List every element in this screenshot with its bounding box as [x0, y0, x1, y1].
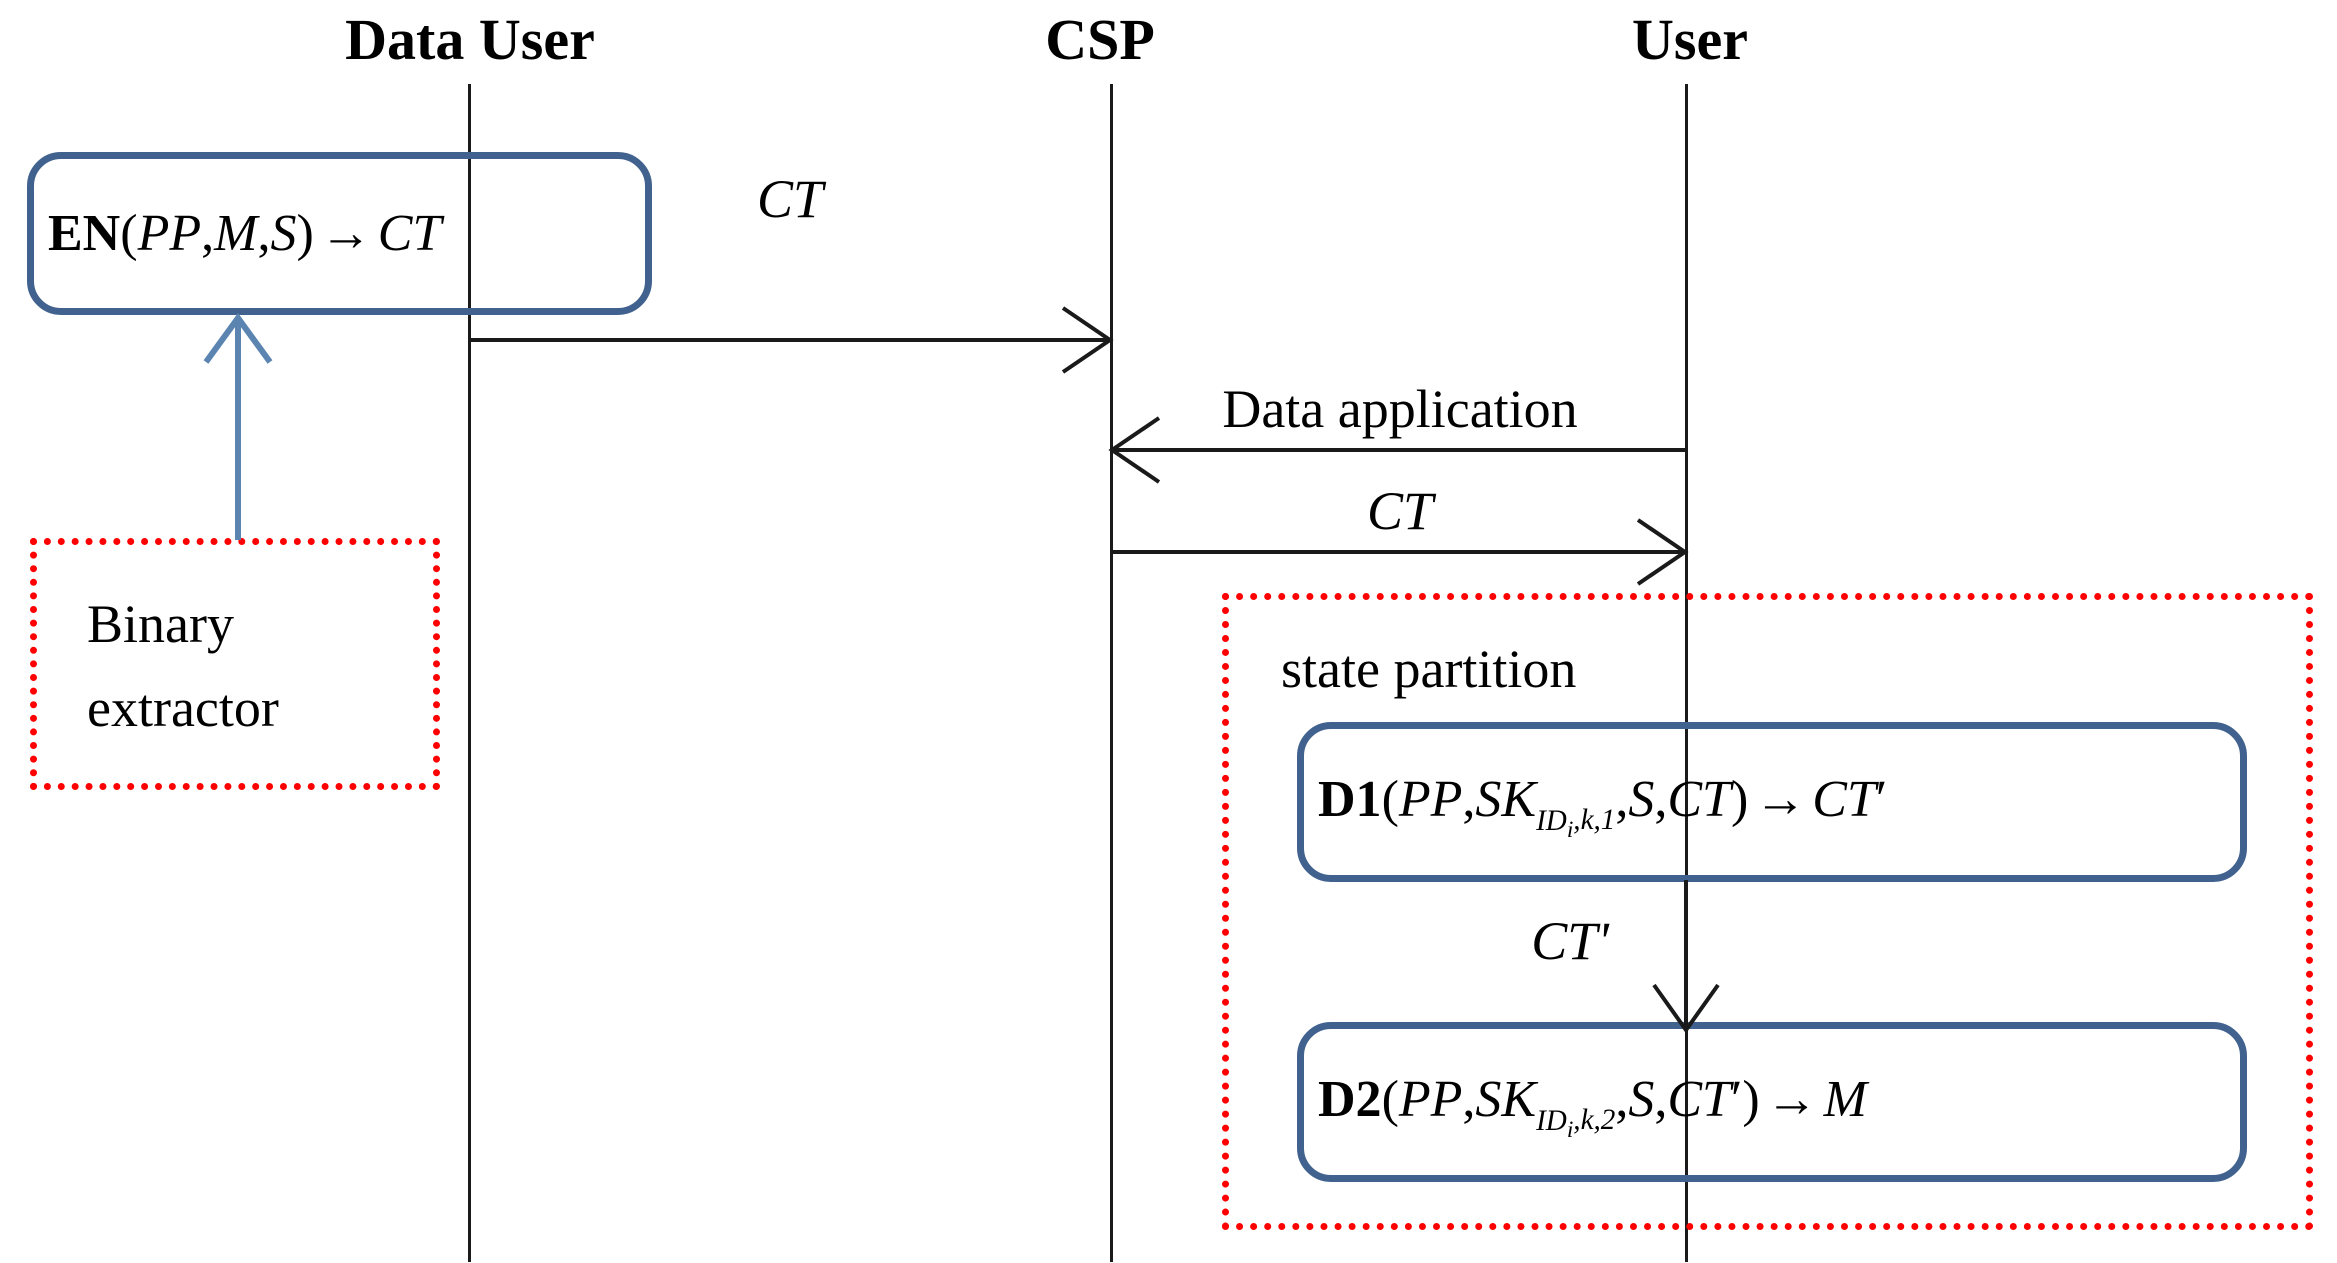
binary-extractor-label-line1: Binary [87, 594, 234, 654]
lifeline-user [1685, 84, 1688, 1262]
binary-extractor-label-line2: extractor [87, 678, 279, 738]
message-label-data-application: Data application [1222, 379, 1578, 439]
decrypt2-operation-box: D2(PP,SKIDi,k,2,S,CT′)→M [1297, 1022, 2247, 1182]
binary-extractor-box: Binary extractor [30, 538, 440, 790]
encrypt-operation-text: EN(PP,M,S)→CT [48, 204, 442, 262]
message-label-ct-csp-to-user: CT [1366, 481, 1434, 541]
state-partition-label: state partition [1281, 639, 1577, 699]
decrypt2-operation-text: D2(PP,SKIDi,k,2,S,CT′)→M [1318, 1071, 1867, 1143]
message-label-ct-user-to-csp: CT [756, 169, 824, 229]
lifeline-header-csp: CSP [1045, 7, 1155, 72]
decrypt1-operation-box: D1(PP,SKIDi,k,1,S,CT)→CT′ [1297, 722, 2247, 882]
decrypt1-operation-text: D1(PP,SKIDi,k,1,S,CT)→CT′ [1318, 771, 1888, 843]
lifeline-header-data-user: Data User [345, 7, 595, 72]
lifeline-csp [1110, 84, 1113, 1262]
arrow-binary-extractor-to-encrypt [203, 312, 273, 540]
lifeline-data-user [468, 84, 471, 1262]
arrow-ct-user-to-csp [470, 306, 1114, 374]
state-partition-box: state partition [1222, 593, 2313, 1230]
message-label-ct-prime-internal: CT' [1531, 911, 1609, 971]
encrypt-operation-box: EN(PP,M,S)→CT [27, 152, 652, 315]
lifeline-header-user: User [1632, 7, 1748, 72]
